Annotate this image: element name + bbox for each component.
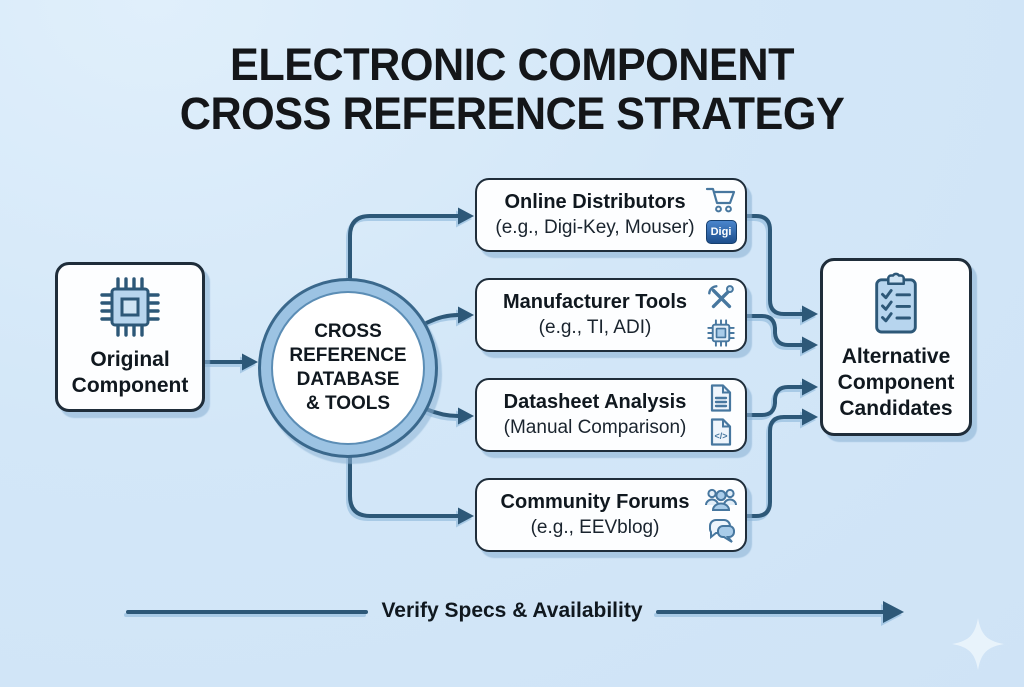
page-title: ELECTRONIC COMPONENT CROSS REFERENCE STR… <box>20 40 1003 138</box>
arrowhead-icon <box>802 336 818 354</box>
connector-hub-to-distributors <box>348 214 460 370</box>
branch-title: Community Forums <box>500 491 690 513</box>
document-icon <box>710 384 732 412</box>
arrowhead-icon <box>458 507 474 525</box>
arrowhead-icon <box>458 306 474 324</box>
sparkle-icon <box>952 618 1004 670</box>
footer-arrow-label: Verify Specs & Availability <box>381 599 643 622</box>
source-node-original-component: Original Component <box>55 262 205 412</box>
connector-hub-to-forums <box>348 366 460 518</box>
code-file-icon: </> <box>710 418 732 446</box>
branch-node-manufacturer-tools: Manufacturer Tools (e.g., TI, ADI) <box>475 278 747 352</box>
title-line-1: ELECTRONIC COMPONENT <box>229 39 795 90</box>
branch-subtitle: (Manual Comparison) <box>503 417 687 438</box>
arrowhead-icon <box>802 378 818 396</box>
hub-node-cross-reference: CROSS REFERENCE DATABASE & TOOLS <box>258 278 438 458</box>
branch-title: Manufacturer Tools <box>502 291 688 313</box>
source-node-label: Original Component <box>71 348 189 397</box>
chip-small-icon <box>707 319 735 347</box>
connector-distributors-to-result <box>745 214 804 316</box>
people-icon <box>705 488 737 511</box>
footer-arrowhead-icon <box>883 601 904 623</box>
branch-title: Online Distributors <box>504 191 686 213</box>
branch-title: Datasheet Analysis <box>503 391 687 413</box>
branch-subtitle: (e.g., Digi-Key, Mouser) <box>495 217 695 238</box>
connector-forums-to-result <box>745 415 804 518</box>
chat-icon <box>708 519 735 543</box>
shopping-cart-icon <box>705 187 736 213</box>
connector-manufacturer-to-result <box>745 314 804 347</box>
clipboard-checklist-icon <box>875 272 917 334</box>
tools-icon <box>708 285 734 309</box>
result-node-alternative-candidates: Alternative Component Candidates <box>820 258 972 436</box>
title-line-2: CROSS REFERENCE STRATEGY <box>179 88 845 140</box>
connector-datasheet-to-result <box>745 385 804 417</box>
hub-node-label: CROSS REFERENCE DATABASE & TOOLS <box>289 321 407 414</box>
arrowhead-icon <box>802 408 818 426</box>
result-node-label: Alternative Component Candidates <box>837 345 955 420</box>
branch-subtitle: (e.g., TI, ADI) <box>538 317 652 338</box>
arrowhead-icon <box>802 305 818 323</box>
arrowhead-icon <box>458 407 474 425</box>
arrowhead-icon <box>458 207 474 225</box>
branch-node-online-distributors: Online Distributors (e.g., Digi-Key, Mou… <box>475 178 747 252</box>
chip-icon <box>100 277 160 337</box>
svg-text:</>: </> <box>714 431 727 441</box>
branch-node-community-forums: Community Forums (e.g., EEVblog) <box>475 478 747 552</box>
branch-subtitle: (e.g., EEVblog) <box>530 517 660 538</box>
digikey-badge-icon: Digi <box>705 220 737 244</box>
branch-node-datasheet-analysis: Datasheet Analysis (Manual Comparison) <… <box>475 378 747 452</box>
arrowhead-icon <box>242 353 258 371</box>
